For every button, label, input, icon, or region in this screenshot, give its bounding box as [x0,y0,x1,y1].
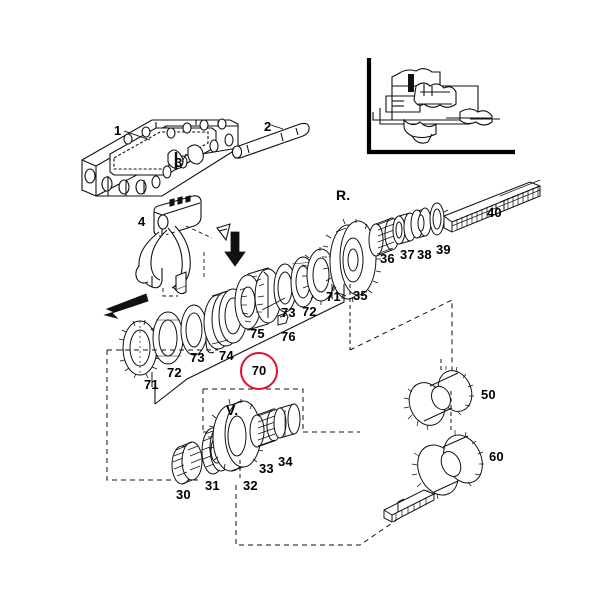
group-box-35-to-50-dashed [349,299,453,385]
part-73-right-leader [261,297,286,311]
callout-50: 50 [481,387,496,402]
part-73-right-ring [273,263,297,313]
callout-75: 75 [250,326,265,341]
part-60-gear-cluster [411,390,484,500]
callout-32: 32 [243,478,258,493]
reference-triangle-marker [216,223,231,242]
part-72-left-friction-ring [152,311,184,365]
part-4-leader-dashes [162,225,213,297]
detail-inset-frame [366,58,515,155]
group-box-left-dashed [106,349,218,481]
highlight-label-70: 70 [251,363,267,378]
section-label-R: R. [336,187,351,203]
callout-4: 4 [138,214,146,229]
callout-60: 60 [489,449,504,464]
part-76-detent-key [277,312,289,326]
part-75-sliding-sleeve [234,267,282,331]
group-box-70-solid [154,284,345,405]
part-60-input-shaft [383,489,435,523]
part-38-spacer-ring [410,207,432,239]
part-71-left-synchro-ring [118,319,161,379]
callout-36: 36 [380,251,395,266]
part-1-shift-housing [81,118,239,197]
part-32-forward-gear [208,398,266,472]
callout-73-right: 73 [281,305,296,320]
part-40-splined-shaft [443,179,541,233]
assembly-direction-arrow-down [224,231,246,267]
part-4-shift-fork [135,195,202,295]
callout-40: 40 [487,205,502,220]
callout-34: 34 [278,454,293,469]
assembly-direction-arrow-left [103,293,149,319]
callout-71-right: 71 [326,289,341,304]
callout-39: 39 [436,242,451,257]
callout-72-left: 72 [167,365,182,380]
part-34-bushing [273,403,301,439]
part-71-right-synchro-ring [301,247,340,305]
callout-30: 30 [176,487,191,502]
detail-inset-drawing [372,68,500,144]
section-label-V: V. [226,402,239,418]
callout-37: 37 [400,247,415,262]
callout-74: 74 [219,348,234,363]
part-2-shift-rail [231,122,310,159]
callout-73-left: 73 [190,350,205,365]
callout-71-left: 71 [144,377,159,392]
group-box-lower-right-dashed [235,479,456,546]
callout-35: 35 [353,288,368,303]
part-73-left-ring [180,304,208,356]
callout-2: 2 [264,119,272,134]
callout-31: 31 [205,478,220,493]
callout-3: 3 [175,155,183,170]
callout-38: 38 [417,247,432,262]
part-50-gear-cluster [403,358,474,431]
part-30-needle-cage [171,441,203,485]
callout-76: 76 [281,329,296,344]
callout-72-right: 72 [302,304,317,319]
highlight-circle-70[interactable] [240,352,278,390]
callout-leaders [123,124,284,163]
callout-1: 1 [114,123,122,138]
callout-33: 33 [259,461,274,476]
part-35-main-gear [322,218,382,303]
